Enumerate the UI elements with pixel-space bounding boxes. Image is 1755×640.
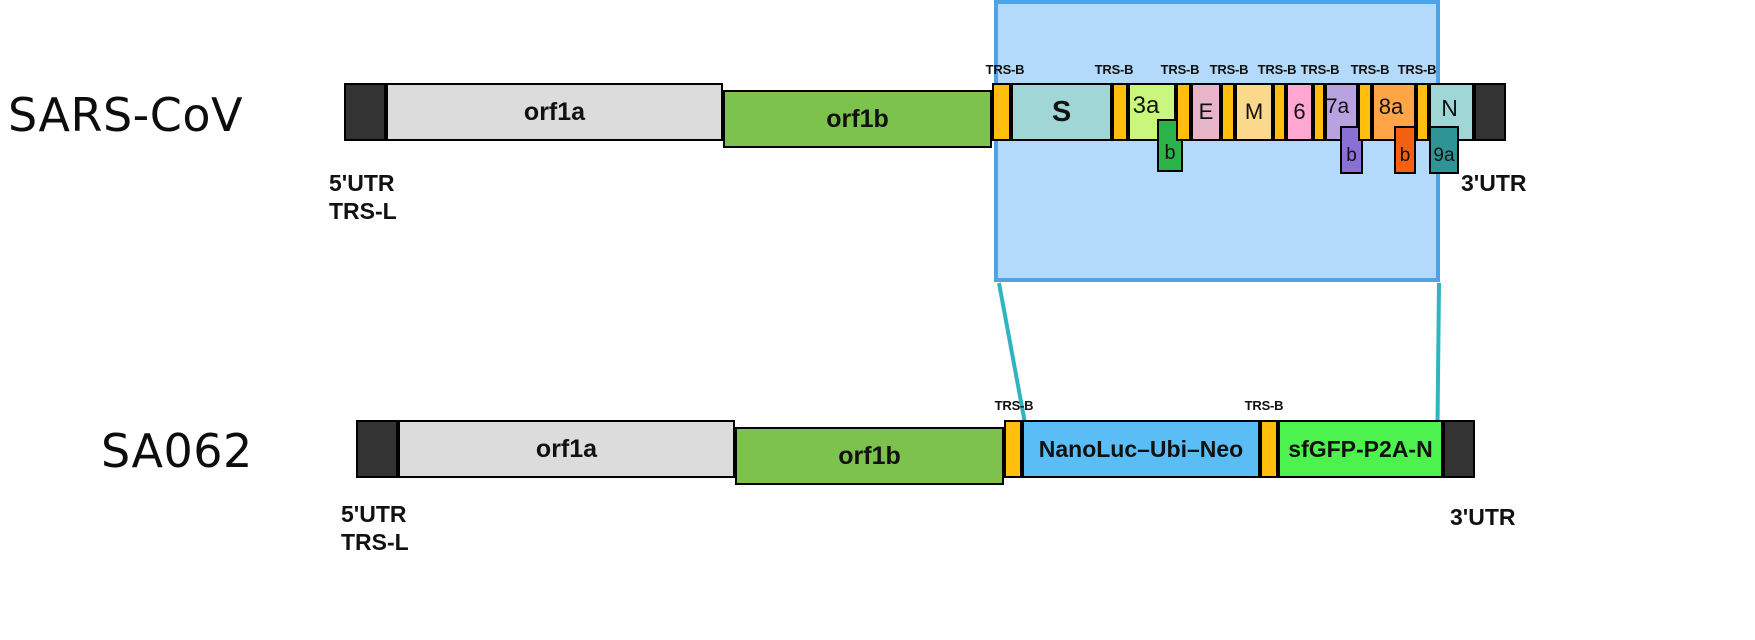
segment-orf1b-label-sa062: orf1b <box>838 441 901 470</box>
segment-trs-b-m <box>1221 83 1235 141</box>
trs-b-label-e: TRS-B <box>1160 62 1200 77</box>
segment-orf3a-label: 3a <box>1132 92 1160 119</box>
segment-orf1b-label: orf1b <box>826 104 889 133</box>
segment-orf9a-label: 9a <box>1433 145 1455 166</box>
segment-trs-b-6 <box>1273 83 1286 141</box>
segment-trs-b-n <box>1416 83 1429 141</box>
left-utr-label-sars: 5'UTR TRS-L <box>329 169 397 225</box>
genome-name-sa062: SA062 <box>101 424 253 478</box>
segment-e-sars: E <box>1191 83 1221 141</box>
left-utr-label-sa062: 5'UTR TRS-L <box>341 500 409 556</box>
segment-trs-b-7a <box>1313 83 1325 141</box>
segment-sfgfp-p2a-n: sfGFP-P2A-N <box>1278 420 1443 478</box>
trs-b-label-8a: TRS-B <box>1350 62 1390 77</box>
segment-orf1b-sa062: orf1b <box>735 427 1004 485</box>
segment-sfgfp-label: sfGFP-P2A-N <box>1288 435 1433 462</box>
structural-orf-highlight-box <box>994 0 1440 282</box>
segment-e-label: E <box>1198 99 1214 124</box>
segment-orf8b-sars: b <box>1394 126 1416 174</box>
segment-s-sars: S <box>1011 83 1112 141</box>
utr-5-label-sa062: 5'UTR <box>341 501 407 527</box>
segment-trs-b-nanoluc <box>1004 420 1022 478</box>
segment-5utr-sa062 <box>356 420 398 478</box>
segment-trs-b-s <box>992 83 1011 141</box>
trs-b-label-6: TRS-B <box>1257 62 1297 77</box>
trs-b-label-s: TRS-B <box>985 62 1025 77</box>
segment-s-label: S <box>1051 95 1072 128</box>
segment-3utr-sars <box>1474 83 1506 141</box>
segment-orf1a-sa062: orf1a <box>398 420 735 478</box>
segment-orf3b-label: b <box>1164 142 1176 164</box>
segment-trs-b-8a <box>1358 83 1372 141</box>
segment-orf1a-label-sa062: orf1a <box>535 434 598 463</box>
trs-b-label-nanoluc: TRS-B <box>994 398 1034 413</box>
segment-trs-b-sfgfp <box>1260 420 1278 478</box>
trs-b-label-sfgfp: TRS-B <box>1244 398 1284 413</box>
segment-orf7a-label: 7a <box>1325 95 1350 118</box>
segment-orf7b-label: b <box>1346 145 1357 166</box>
segment-orf1b-sars: orf1b <box>723 90 992 148</box>
segment-nanoluc-label: NanoLuc–Ubi–Neo <box>1038 435 1244 462</box>
trs-l-label-sars: TRS-L <box>329 198 397 225</box>
segment-trs-b-3a <box>1112 83 1128 141</box>
segment-orf1a-sars: orf1a <box>386 83 723 141</box>
segment-orf8a-label: 8a <box>1378 94 1404 119</box>
right-utr-label-sa062: 3'UTR <box>1450 504 1516 530</box>
segment-orf6-sars: 6 <box>1286 83 1313 141</box>
segment-orf6-label: 6 <box>1293 99 1306 124</box>
genome-name-sars-cov: SARS-CoV <box>8 88 244 142</box>
segment-orf8b-label: b <box>1399 145 1411 166</box>
segment-m-label: M <box>1244 99 1264 124</box>
trs-b-label-n: TRS-B <box>1397 62 1437 77</box>
segment-5utr-sars <box>344 83 386 141</box>
segment-nanoluc-ubi-neo: NanoLuc–Ubi–Neo <box>1022 420 1260 478</box>
right-utr-label-sars: 3'UTR <box>1461 170 1527 196</box>
segment-trs-b-e <box>1176 83 1191 141</box>
utr-5-label-sars: 5'UTR <box>329 170 395 196</box>
connector-line-right <box>1435 282 1441 429</box>
segment-3utr-sa062 <box>1443 420 1475 478</box>
segment-n-label: N <box>1441 94 1458 121</box>
segment-orf1a-label: orf1a <box>523 97 586 126</box>
segment-orf9a-sars: 9a <box>1429 126 1459 174</box>
trs-b-label-m: TRS-B <box>1209 62 1249 77</box>
trs-l-label-sa062: TRS-L <box>341 529 409 556</box>
trs-b-label-7a: TRS-B <box>1300 62 1340 77</box>
segment-m-sars: M <box>1235 83 1273 141</box>
trs-b-label-3a: TRS-B <box>1094 62 1134 77</box>
